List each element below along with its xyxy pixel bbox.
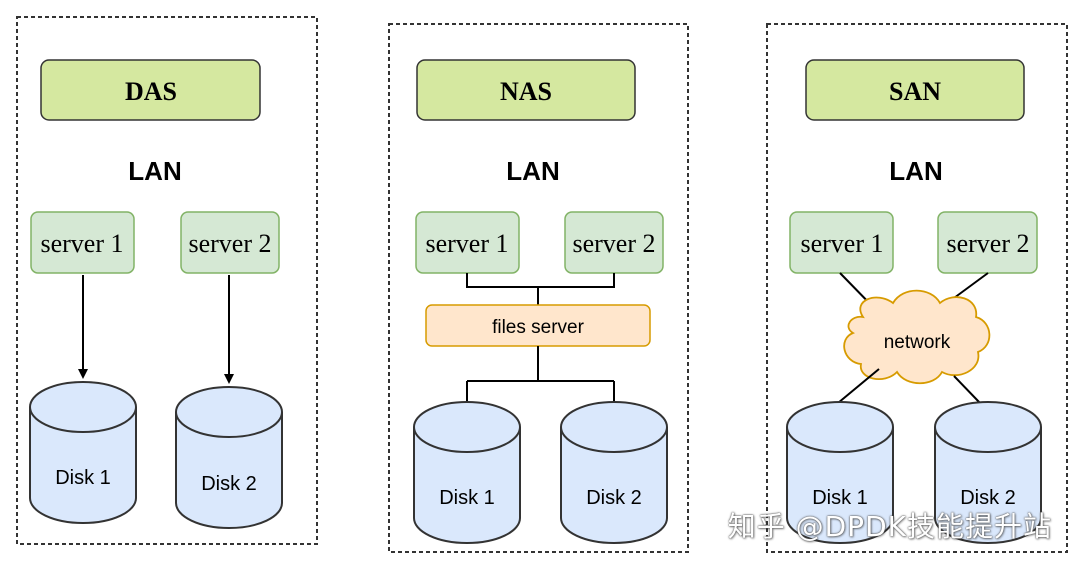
nas-disk-1-label: Disk 1 (439, 487, 495, 509)
watermark: 知乎 @DPDK技能提升站 (727, 510, 1052, 543)
nas-panel: NAS LAN server 1 server 2 files server D… (388, 23, 689, 553)
san-disk-1 (786, 401, 894, 544)
san-network-label: network (884, 332, 951, 353)
san-disk-2-label: Disk 2 (960, 487, 1016, 509)
san-lan-label: LAN (889, 156, 942, 186)
nas-lan-label: LAN (506, 156, 559, 186)
san-title-box (805, 59, 1025, 121)
nas-title-box (416, 59, 636, 121)
san-server-1-box (789, 211, 894, 274)
das-panel-border (16, 16, 318, 545)
nas-servers-connector (466, 273, 615, 305)
nas-files-server-label: files server (492, 317, 585, 338)
das-server-1-box (30, 211, 135, 274)
san-server-1-label: server 1 (800, 229, 883, 258)
das-title-box (40, 59, 261, 121)
das-disk-2 (175, 386, 283, 529)
nas-server-2-label: server 2 (572, 229, 655, 258)
san-panel: SAN LAN server 1 server 2 network Disk 1… (766, 23, 1068, 553)
nas-panel-border (388, 23, 689, 553)
san-link-disk-2 (953, 375, 981, 404)
san-panel-border (766, 23, 1068, 553)
san-link-disk-1 (837, 368, 880, 404)
san-title: SAN (889, 77, 941, 106)
san-disk-1-label: Disk 1 (812, 487, 868, 509)
das-disk-1 (29, 381, 137, 524)
san-server-2-label: server 2 (946, 229, 1029, 258)
das-server-1-label: server 1 (40, 229, 123, 258)
das-lan-label: LAN (128, 156, 181, 186)
das-panel: DAS LAN server 1 server 2 Disk 1 Disk 2 (16, 16, 318, 545)
san-network-cloud (843, 289, 991, 385)
nas-server-1-label: server 1 (425, 229, 508, 258)
das-server-2-label: server 2 (188, 229, 271, 258)
nas-disk-2 (560, 401, 668, 544)
das-disk-1-label: Disk 1 (55, 467, 111, 489)
das-server-2-box (180, 211, 280, 274)
san-disk-2 (934, 401, 1042, 544)
nas-disks-connector (466, 346, 615, 402)
das-disk-2-label: Disk 2 (201, 473, 257, 495)
nas-disk-1 (413, 401, 521, 544)
nas-title: NAS (500, 77, 552, 106)
das-title: DAS (125, 77, 177, 106)
nas-disk-2-label: Disk 2 (586, 487, 642, 509)
